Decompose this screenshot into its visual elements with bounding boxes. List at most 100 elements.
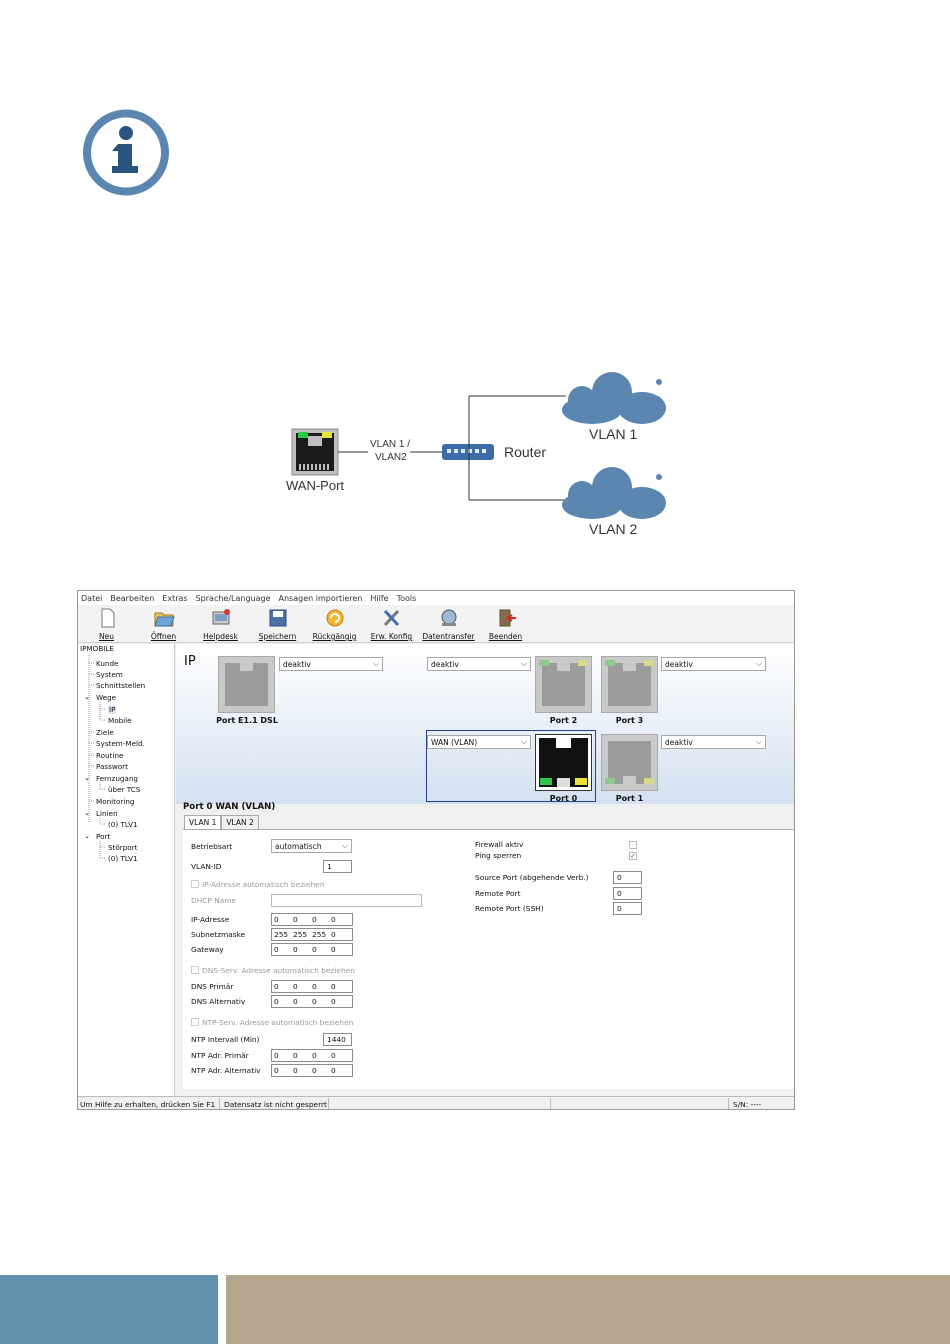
dns-alt-label: DNS Alternativ (191, 997, 246, 1006)
save-button[interactable]: Speichern (249, 605, 306, 643)
status-separator (728, 1098, 729, 1109)
link-label-1: VLAN 1 / (370, 439, 411, 450)
source-port-label: Source Port (abgehende Verb.) (475, 873, 589, 882)
port-3-select[interactable]: deaktiv ⌵ (661, 657, 766, 671)
dns-auto-checkbox[interactable] (191, 966, 199, 974)
port-0-select[interactable]: WAN (VLAN) ⌵ (427, 735, 531, 749)
menu-extras[interactable]: Extras (162, 594, 188, 603)
tree-item-schnittstellen[interactable]: Schnittstellen (96, 681, 146, 690)
port-e11-select[interactable]: deaktiv ⌵ (279, 657, 383, 671)
ntp-auto-label: NTP-Serv. Adresse automatisch beziehen (202, 1018, 354, 1027)
port-2-select[interactable]: deaktiv ⌵ (427, 657, 531, 671)
ntp-interval-input[interactable]: 1440 (323, 1033, 352, 1046)
tree-item-fernzugang[interactable]: Fernzugang (96, 774, 138, 783)
ip-auto-checkbox[interactable] (191, 880, 199, 888)
chevron-down-icon[interactable]: ⌄ (84, 692, 91, 701)
menu-tools[interactable]: Tools (396, 594, 417, 603)
tree-item-wege[interactable]: Wege (96, 693, 117, 702)
dns2-octet: 0 (274, 997, 279, 1006)
tree-item-mobile[interactable]: Mobile (108, 716, 132, 725)
toolbar: Neu Öffnen Helpdesk Speichern Rückgängig… (78, 605, 794, 643)
port-1-select-value: deaktiv (665, 738, 693, 747)
subnet-input[interactable]: 255 255 255 0 (271, 928, 353, 941)
betriebsart-label: Betriebsart (191, 842, 233, 851)
port-0-select-value: WAN (VLAN) (431, 738, 478, 747)
section-title: Port 0 WAN (VLAN) (183, 802, 276, 812)
tree-item-stoerport[interactable]: Störport (108, 843, 138, 852)
port-0-icon[interactable] (535, 734, 592, 791)
info-icon (80, 105, 172, 200)
open-folder-icon (154, 612, 175, 627)
ip-address-input[interactable]: 0 0 0 0 (271, 913, 353, 926)
menu-datei[interactable]: Datei (81, 594, 103, 603)
port-e11-icon[interactable] (218, 656, 275, 713)
open-button[interactable]: Öffnen (135, 605, 192, 643)
dhcp-name-input[interactable] (271, 894, 422, 907)
cloud-icon (562, 467, 666, 519)
port-1-icon[interactable] (601, 734, 658, 791)
tab-vlan-1[interactable]: VLAN 1 (184, 815, 222, 829)
ntp-alt-input[interactable]: 0 0 0 0 (271, 1064, 353, 1077)
remote-port-input[interactable]: 0 (613, 887, 642, 900)
new-button[interactable]: Neu (78, 605, 135, 643)
ntp1-octet: 0 (293, 1051, 298, 1060)
tree-item-system[interactable]: System (96, 670, 123, 679)
menu-sprache[interactable]: Sprache/Language (195, 594, 271, 603)
data-transfer-button[interactable]: Datentransfer (420, 605, 477, 643)
vlanid-label: VLAN-ID (191, 862, 222, 871)
navigation-tree: IPMOBILE Kunde System Schnittstellen ⌄ W… (78, 644, 175, 1096)
port-1-select[interactable]: deaktiv ⌵ (661, 735, 766, 749)
firewall-checkbox[interactable] (629, 841, 637, 849)
helpdesk-button[interactable]: Helpdesk (192, 605, 249, 643)
app-window: Datei Bearbeiten Extras Sprache/Language… (77, 590, 795, 1110)
betriebsart-value: automatisch (275, 842, 322, 851)
advanced-config-button[interactable]: Erw. Konfig (363, 605, 420, 643)
ssh-port-input[interactable]: 0 (613, 902, 642, 915)
ntp-auto-checkbox[interactable] (191, 1018, 199, 1026)
betriebsart-select[interactable]: automatisch ⌵ (271, 839, 352, 853)
chevron-down-icon[interactable]: ⌄ (84, 831, 91, 840)
tree-item-routine[interactable]: Routine (96, 751, 124, 760)
tree-item-ziele[interactable]: Ziele (96, 728, 114, 737)
tree-item-linien-tlv1[interactable]: (0) TLV1 (108, 820, 138, 829)
menu-bar: Datei Bearbeiten Extras Sprache/Language… (78, 591, 794, 605)
tree-item-ip[interactable]: IP (108, 705, 117, 714)
port-3-label: Port 3 (615, 716, 644, 725)
tree-item-system-meld[interactable]: System-Meld. (96, 739, 145, 748)
port-3-icon[interactable] (601, 656, 658, 713)
new-button-label: Neu (99, 632, 114, 641)
ntp-interval-label: NTP Intervall (Min) (191, 1035, 260, 1044)
tree-item-linien[interactable]: Linien (96, 809, 118, 818)
exit-button[interactable]: Beenden (477, 605, 534, 643)
chevron-down-icon: ⌵ (341, 841, 348, 850)
dns-primary-input[interactable]: 0 0 0 0 (271, 980, 353, 993)
subnet-octet: 255 (312, 930, 327, 939)
menu-bearbeiten[interactable]: Bearbeiten (110, 594, 155, 603)
advanced-config-button-label: Erw. Konfig (370, 632, 413, 641)
port-2-icon[interactable] (535, 656, 592, 713)
chevron-down-icon[interactable]: ⌄ (84, 808, 91, 817)
ping-checkbox[interactable]: ✓ (629, 852, 637, 860)
tab-vlan-2[interactable]: VLAN 2 (221, 815, 259, 829)
menu-ansagen[interactable]: Ansagen importieren (278, 594, 363, 603)
tree-item-port[interactable]: Port (96, 832, 111, 841)
port-0-selection-frame (426, 730, 596, 802)
tree-item-monitoring[interactable]: Monitoring (96, 797, 135, 806)
ntp1-octet: 0 (312, 1051, 317, 1060)
undo-button[interactable]: Rückgängig (306, 605, 363, 643)
tree-item-ueber-tcs[interactable]: über TCS (108, 785, 141, 794)
tree-item-port-tlv1[interactable]: (0) TLV1 (108, 854, 138, 863)
dns-alt-input[interactable]: 0 0 0 0 (271, 995, 353, 1008)
chevron-down-icon[interactable]: ⌄ (84, 773, 91, 782)
dns1-octet: 0 (274, 982, 279, 991)
dns1-octet: 0 (331, 982, 336, 991)
ntp2-octet: 0 (293, 1066, 298, 1075)
menu-hilfe[interactable]: Hilfe (370, 594, 389, 603)
gateway-input[interactable]: 0 0 0 0 (271, 943, 353, 956)
tree-item-ipmobile[interactable]: IPMOBILE (80, 644, 114, 653)
tree-item-kunde[interactable]: Kunde (96, 659, 119, 668)
tree-item-passwort[interactable]: Passwort (96, 762, 128, 771)
vlanid-input[interactable]: 1 (323, 860, 352, 873)
source-port-input[interactable]: 0 (613, 871, 642, 884)
ntp-primary-input[interactable]: 0 0 0 0 (271, 1049, 353, 1062)
